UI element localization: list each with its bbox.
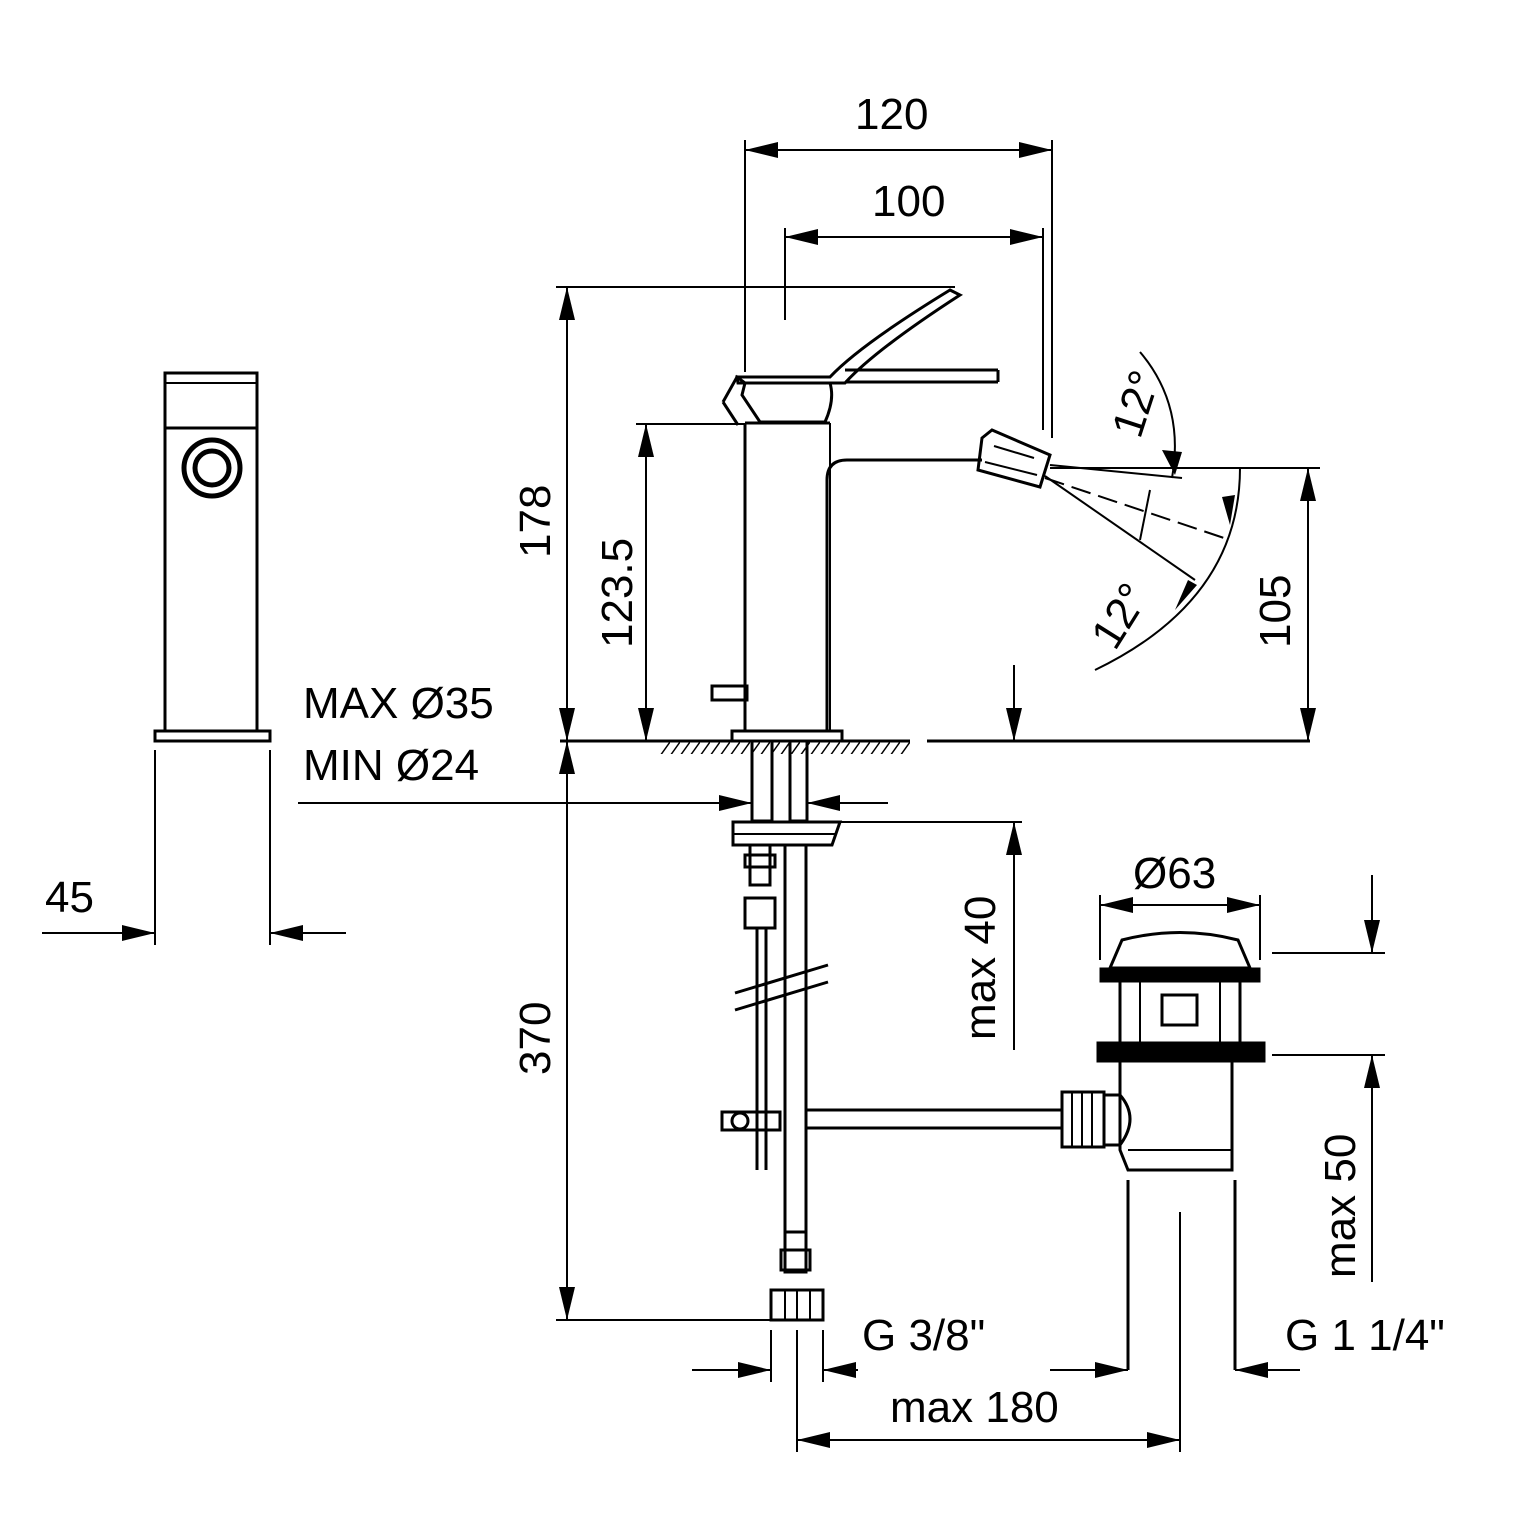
waste-thread-label: G 1 1/4"	[1285, 1311, 1445, 1360]
waste-popup	[1060, 931, 1266, 1452]
tap-front-view	[560, 288, 1320, 754]
deck-max-label: max 40	[956, 896, 1005, 1040]
waste-diameter-label: Ø63	[1133, 849, 1216, 898]
inlet-thread-label: G 3/8"	[862, 1311, 985, 1360]
waste-max-thickness-label: max 50	[1316, 1134, 1365, 1278]
hose-length-label: 370	[511, 1002, 560, 1075]
angle-down-label: 12°	[1082, 575, 1159, 657]
body-width-label: 45	[45, 873, 94, 922]
angle-up-label: 12°	[1103, 365, 1170, 443]
hole-max-label: MAX Ø35	[303, 679, 494, 728]
height-jet-label: 105	[1251, 575, 1300, 648]
under-deck-assembly	[720, 739, 1062, 1322]
waste-distance-label: max 180	[890, 1383, 1059, 1432]
hole-min-label: MIN Ø24	[303, 741, 479, 790]
height-total-label: 178	[511, 485, 560, 558]
width-spout-label: 100	[872, 177, 945, 226]
dimension-lines	[298, 140, 1385, 1452]
height-body-label: 123.5	[593, 538, 642, 648]
side-view	[42, 371, 346, 945]
width-total-label: 120	[855, 90, 928, 139]
